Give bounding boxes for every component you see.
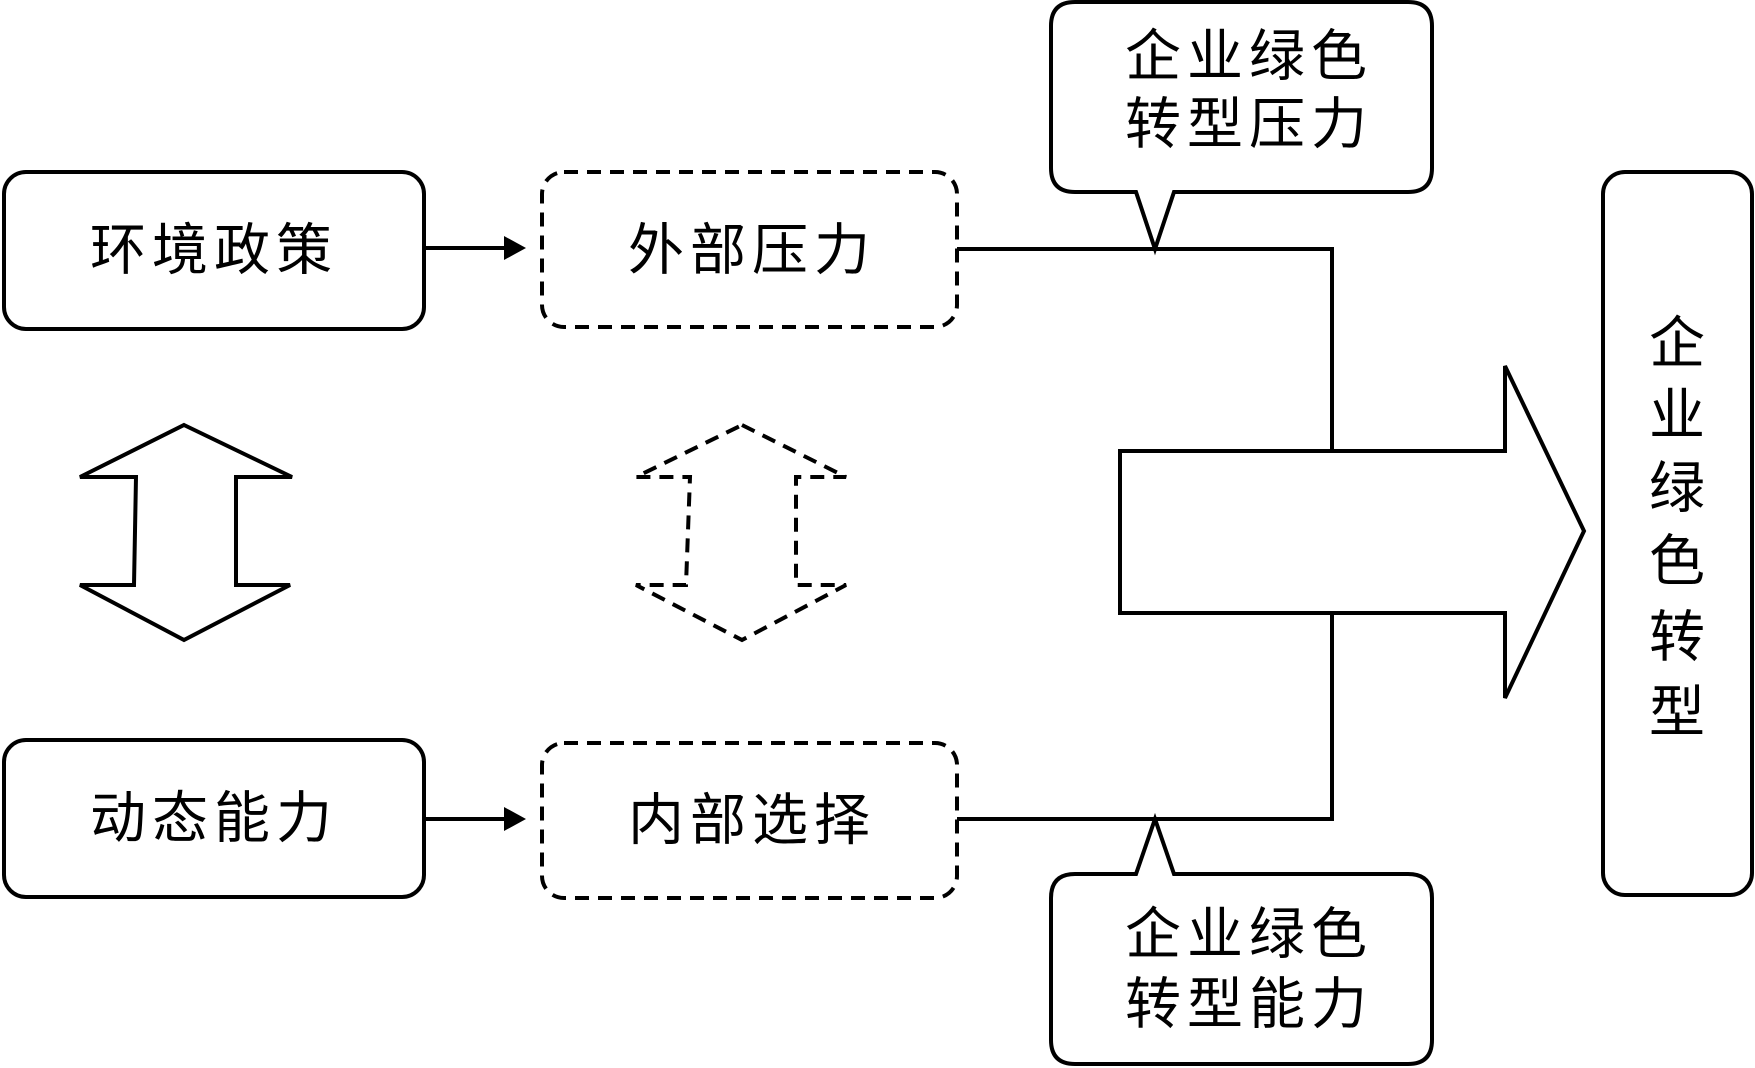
green-transition-char-1: 企: [1649, 312, 1711, 377]
green-transition-char-6: 型: [1649, 681, 1711, 746]
capability-callout-line-2: 转型能力: [1125, 973, 1373, 1038]
pressure-callout-line-2: 转型压力: [1125, 93, 1373, 158]
capability-callout-bubble: [1049, 812, 1434, 1066]
environmental-policy-label: 环境政策: [90, 219, 338, 284]
dynamic-capability-label: 动态能力: [90, 787, 338, 852]
green-transition-char-4: 色: [1649, 530, 1711, 595]
pressure-callout-bubble: [1049, 0, 1434, 256]
choice-to-transition-connector: [957, 613, 1334, 821]
pressure-callout-line-1: 企业绿色: [1125, 25, 1373, 90]
green-transition-char-5: 转: [1649, 606, 1711, 671]
environmental-policy-box: [2, 170, 426, 331]
policy-to-pressure-arrowhead: [504, 236, 526, 260]
green-transition-box: [1601, 170, 1754, 897]
green-transition-char-3: 绿: [1649, 457, 1711, 522]
policy-capability-double-arrow: [79, 422, 293, 643]
external-pressure-label: 外部压力: [628, 219, 876, 284]
green-transition-char-2: 业: [1649, 384, 1711, 449]
pressure-choice-double-arrow: [635, 422, 847, 643]
pressure-to-transition-connector: [957, 247, 1334, 451]
transition-block-arrow: [1118, 365, 1587, 699]
capability-callout-line-1: 企业绿色: [1125, 903, 1373, 968]
internal-choice-label: 内部选择: [628, 789, 876, 854]
capability-to-choice-arrowhead: [504, 807, 526, 831]
